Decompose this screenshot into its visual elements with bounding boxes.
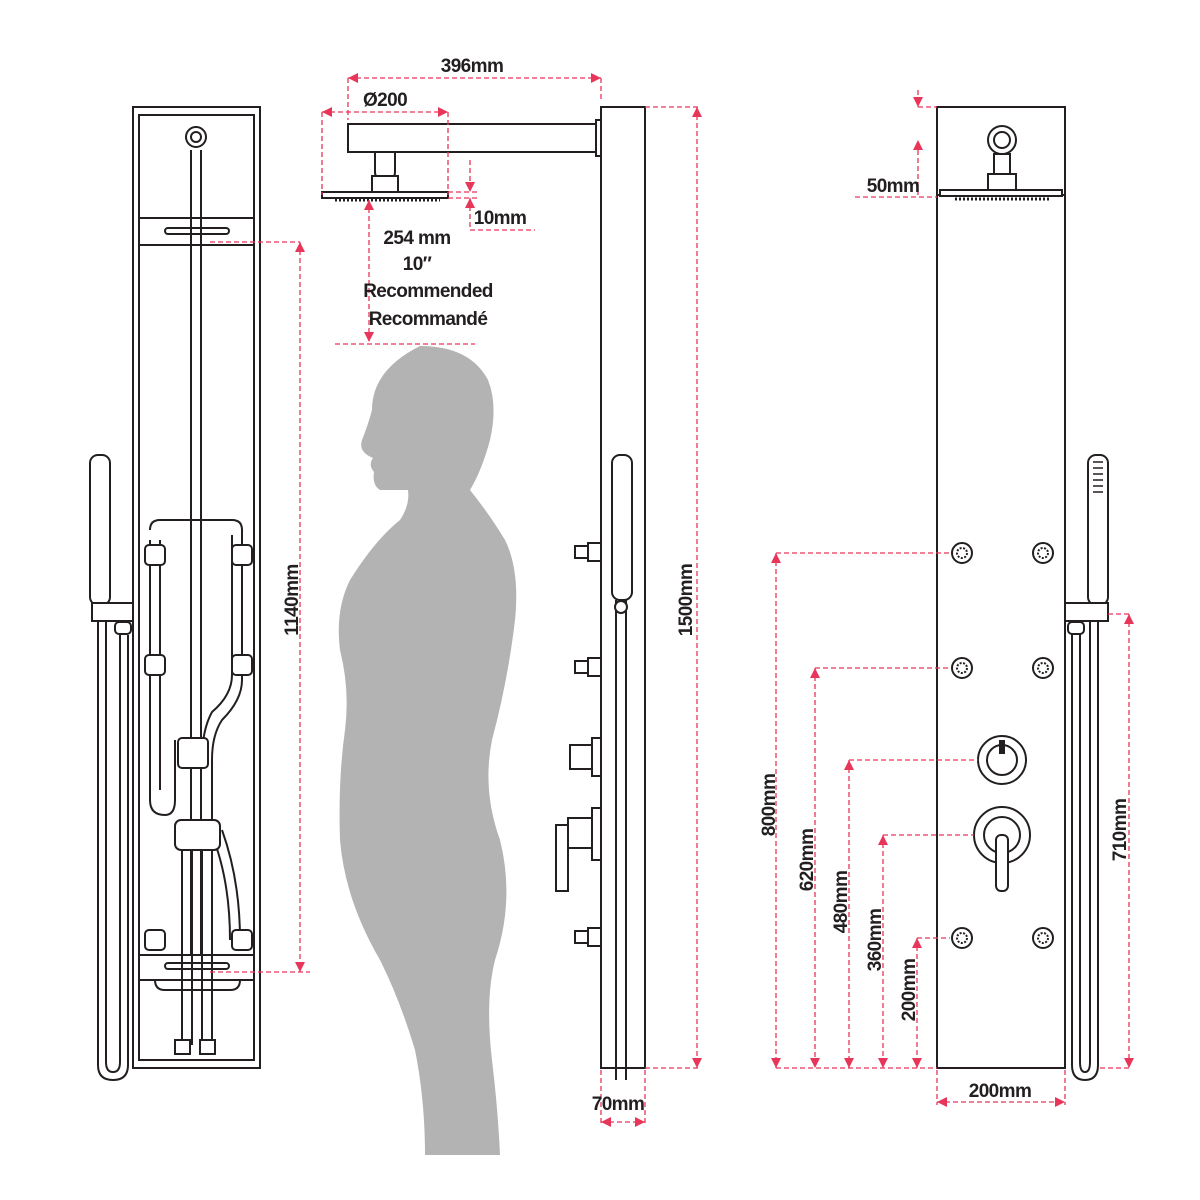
recommended-fr-label: Recommandé xyxy=(369,309,488,330)
side-hand-shower xyxy=(611,454,633,1080)
body-jet-side xyxy=(574,542,602,947)
jet-bottom-height-label: 200mm xyxy=(899,959,920,1022)
front-view-open: 1140mm xyxy=(89,106,310,1082)
mixer-height-label: 360mm xyxy=(865,909,886,972)
person-silhouette xyxy=(338,346,517,1155)
head-clearance-inches-label: 10″ xyxy=(403,254,432,275)
panel-depth-label: 70mm xyxy=(592,1094,645,1115)
hand-shower-holder-height-label: 710mm xyxy=(1110,799,1131,862)
diverter-height-label: 480mm xyxy=(831,871,852,934)
hand-shower-icon xyxy=(89,454,134,1082)
panel-height-label: 1500mm xyxy=(676,564,697,636)
front-hand-shower xyxy=(1064,454,1109,1082)
arm-length-label: 396mm xyxy=(441,56,504,77)
front-view: 50mm 800mm 620mm 480mm 360mm 200mm 710mm… xyxy=(759,90,1134,1107)
recommended-en-label: Recommended xyxy=(363,281,493,302)
jet-top-height-label: 800mm xyxy=(759,774,780,837)
body-jet-icons xyxy=(951,542,1054,949)
internal-height-label: 1140mm xyxy=(282,564,303,635)
panel-width-label: 200mm xyxy=(969,1081,1032,1102)
side-view: 396mm Ø200 10mm 254 mm 10″ Recommended R… xyxy=(321,56,702,1127)
jet-mid-height-label: 620mm xyxy=(797,829,818,892)
head-clearance-label: 254 mm xyxy=(383,228,450,249)
head-thickness-label: 10mm xyxy=(474,208,527,229)
head-diameter-label: Ø200 xyxy=(363,90,407,111)
top-offset-label: 50mm xyxy=(867,176,920,197)
